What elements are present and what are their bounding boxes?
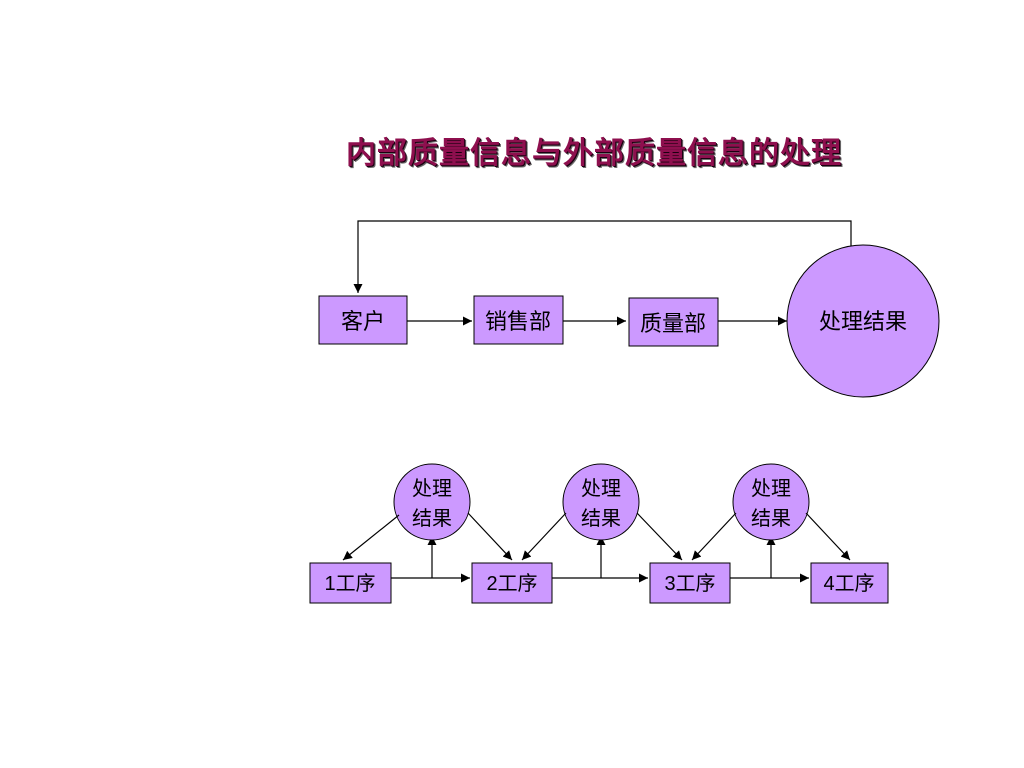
step-label-2: 2工序 — [486, 571, 537, 595]
result-circle — [786, 244, 940, 398]
quality-label: 质量部 — [640, 312, 706, 337]
step-number-1: 1 — [324, 573, 335, 595]
step-label-3: 3工序 — [664, 571, 715, 595]
sales-label: 销售部 — [485, 310, 551, 335]
step-box-3 — [649, 562, 731, 604]
step-number-4: 4 — [823, 573, 834, 595]
step-box-2 — [471, 562, 553, 604]
result-circle-2 — [562, 463, 640, 541]
step-box-1 — [309, 562, 392, 604]
arrow-result2-to-step2 — [521, 512, 567, 561]
result-circle-3 — [732, 463, 810, 541]
result-label: 处理结果 — [819, 310, 907, 335]
step-text-3: 工序 — [676, 571, 716, 595]
result-2-line-1: 处理 — [581, 476, 621, 500]
top-flow: 客户 销售部 质量部 处理结果 — [318, 220, 940, 398]
step-box-4 — [810, 562, 889, 604]
result-3-line-2: 结果 — [751, 506, 791, 530]
step-text-1: 工序 — [336, 571, 376, 595]
feedback-loop-line — [353, 220, 852, 293]
result-1-line-1: 处理 — [412, 476, 452, 500]
step-text-2: 工序 — [498, 571, 538, 595]
arrow-result3-to-step3 — [691, 512, 737, 561]
result-circle-1 — [393, 463, 471, 541]
step-label-1: 1工序 — [324, 571, 375, 595]
bottom-flow: 1工序 2工序 3工序 4工序 处理 结果 处理 结果 处理 结果 — [309, 463, 889, 604]
arrow-result1-to-step1 — [342, 514, 400, 561]
result-2-line-2: 结果 — [581, 506, 621, 530]
quality-box — [628, 297, 719, 347]
arrow-result1-to-step2 — [467, 512, 513, 561]
arrow-result2-to-step3 — [636, 512, 683, 561]
step-number-2: 2 — [486, 573, 497, 595]
arrow-result3-to-step4 — [805, 512, 851, 561]
sales-box — [473, 295, 564, 345]
step-label-4: 4工序 — [823, 571, 874, 595]
step-number-3: 3 — [664, 573, 675, 595]
result-3-line-1: 处理 — [751, 476, 791, 500]
result-1-line-2: 结果 — [412, 506, 452, 530]
customer-label: 客户 — [341, 310, 385, 335]
diagram-title: 内部质量信息与外部质量信息的处理 — [346, 136, 842, 171]
customer-box — [318, 295, 408, 345]
step-text-4: 工序 — [835, 571, 875, 595]
